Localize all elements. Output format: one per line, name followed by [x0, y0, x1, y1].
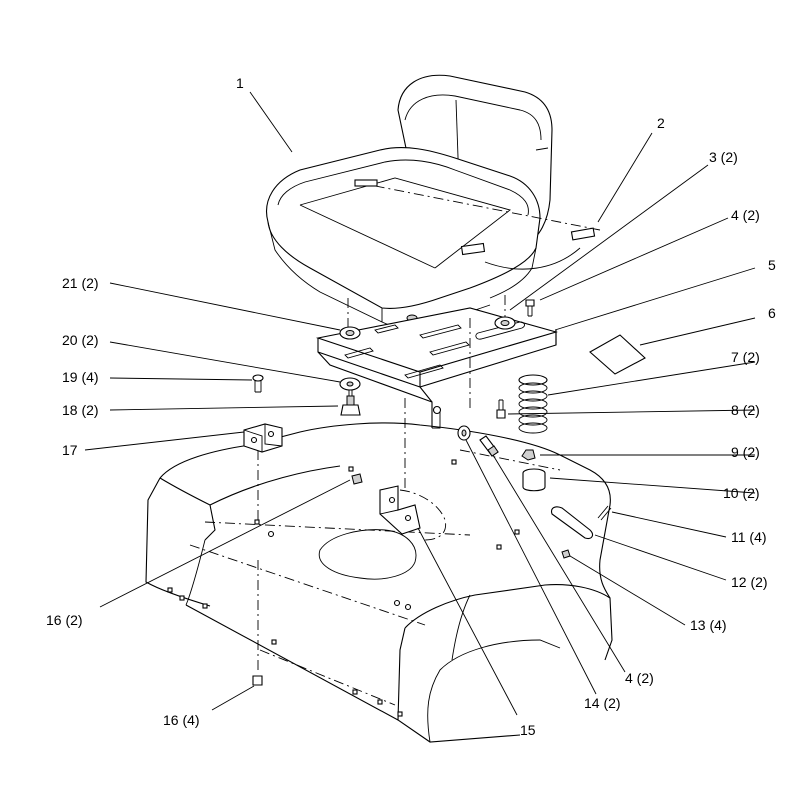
callout-16-top: 16 (2)	[46, 612, 83, 628]
bolt-4-lower	[479, 435, 499, 457]
callout-14: 14 (2)	[584, 695, 621, 711]
callout-7: 7 (2)	[731, 349, 760, 365]
callout-17: 17	[62, 442, 78, 458]
decal-6	[589, 334, 646, 375]
fender-deck	[145, 422, 613, 743]
plate-12	[551, 506, 594, 539]
bracket-15	[379, 485, 421, 535]
nut-16-top	[351, 473, 363, 485]
callout-5: 5	[768, 257, 776, 273]
callout-4-bottom: 4 (2)	[625, 670, 654, 686]
callout-20: 20 (2)	[62, 332, 99, 348]
callout-labels: 1 2 3 (2) 4 (2) 5 6 7 (2) 8 (2) 9 (2) 10…	[46, 75, 776, 738]
seat-plate	[257, 295, 558, 672]
nut-9	[521, 449, 536, 461]
seat	[266, 74, 601, 329]
screw-11	[597, 505, 612, 521]
screw-19	[252, 374, 264, 393]
callout-13: 13 (4)	[690, 617, 727, 633]
knob-18	[340, 390, 361, 416]
callout-19: 19 (4)	[62, 369, 99, 385]
spring-7	[518, 374, 548, 434]
callout-15: 15	[520, 722, 536, 738]
leader-lines	[84, 91, 756, 716]
callout-12: 12 (2)	[731, 574, 768, 590]
callout-3: 3 (2)	[709, 149, 738, 165]
callout-16-bottom: 16 (4)	[163, 712, 200, 728]
bolt-4-top	[525, 299, 535, 317]
callout-1: 1	[236, 75, 244, 91]
callout-10: 10 (2)	[723, 485, 760, 501]
bolt-8	[496, 399, 506, 419]
nut-13	[561, 549, 571, 559]
callout-6: 6	[768, 305, 776, 321]
callout-9: 9 (2)	[731, 444, 760, 460]
callout-4-top: 4 (2)	[731, 207, 760, 223]
callout-21: 21 (2)	[62, 275, 99, 291]
callout-8: 8 (2)	[731, 402, 760, 418]
bumper-10	[522, 468, 546, 492]
bracket-17	[243, 423, 283, 453]
callout-11: 11 (4)	[731, 529, 767, 545]
callout-2: 2	[657, 115, 665, 131]
callout-18: 18 (2)	[62, 402, 99, 418]
nut-16-bottom	[252, 675, 263, 686]
